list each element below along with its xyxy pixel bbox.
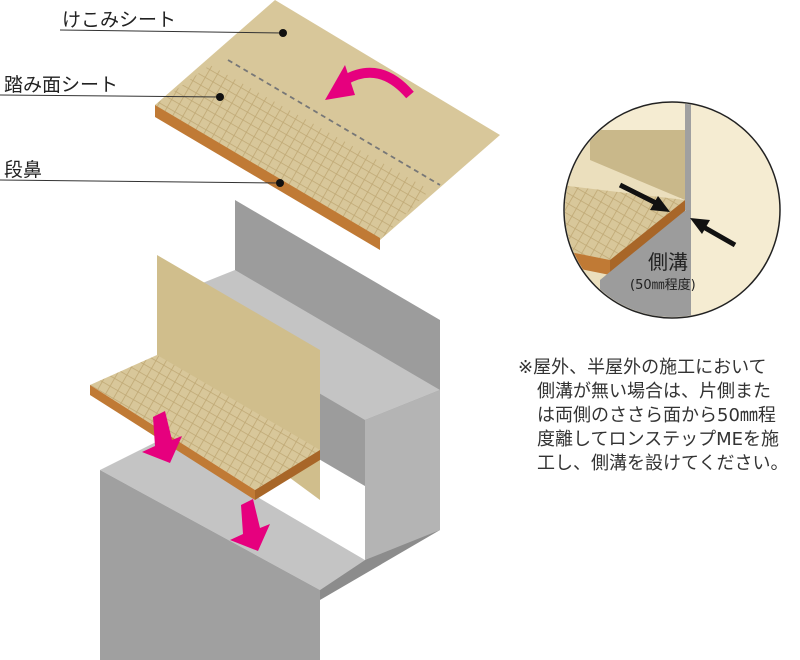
label-tread-sheet: 踏み面シート [4,74,119,96]
down-arrow-icons [142,411,270,551]
label-nosing: 段鼻 [4,159,43,181]
note-line: は両側のささら面から50㎜程 [537,405,776,426]
note-line: ※屋外、半屋外の施工において [518,357,767,378]
note-line: 側溝が無い場合は、片側また [537,381,771,402]
groove-inset [563,101,781,319]
leader-lines [0,29,284,184]
label-riser-sheet: けこみシート [62,9,177,31]
groove-subtitle: (50㎜程度) [630,278,696,293]
note-line: 度離してロンステップMEを施 [537,429,780,450]
exploded-sheet [155,0,500,250]
note-line: 工し、側溝を設けてください。 [537,453,789,474]
installation-note: ※屋外、半屋外の施工において 側溝が無い場合は、片側また は両側のささら面から5… [518,356,798,476]
groove-title: 側溝 [648,250,688,274]
fold-arrow-icon [325,65,355,100]
